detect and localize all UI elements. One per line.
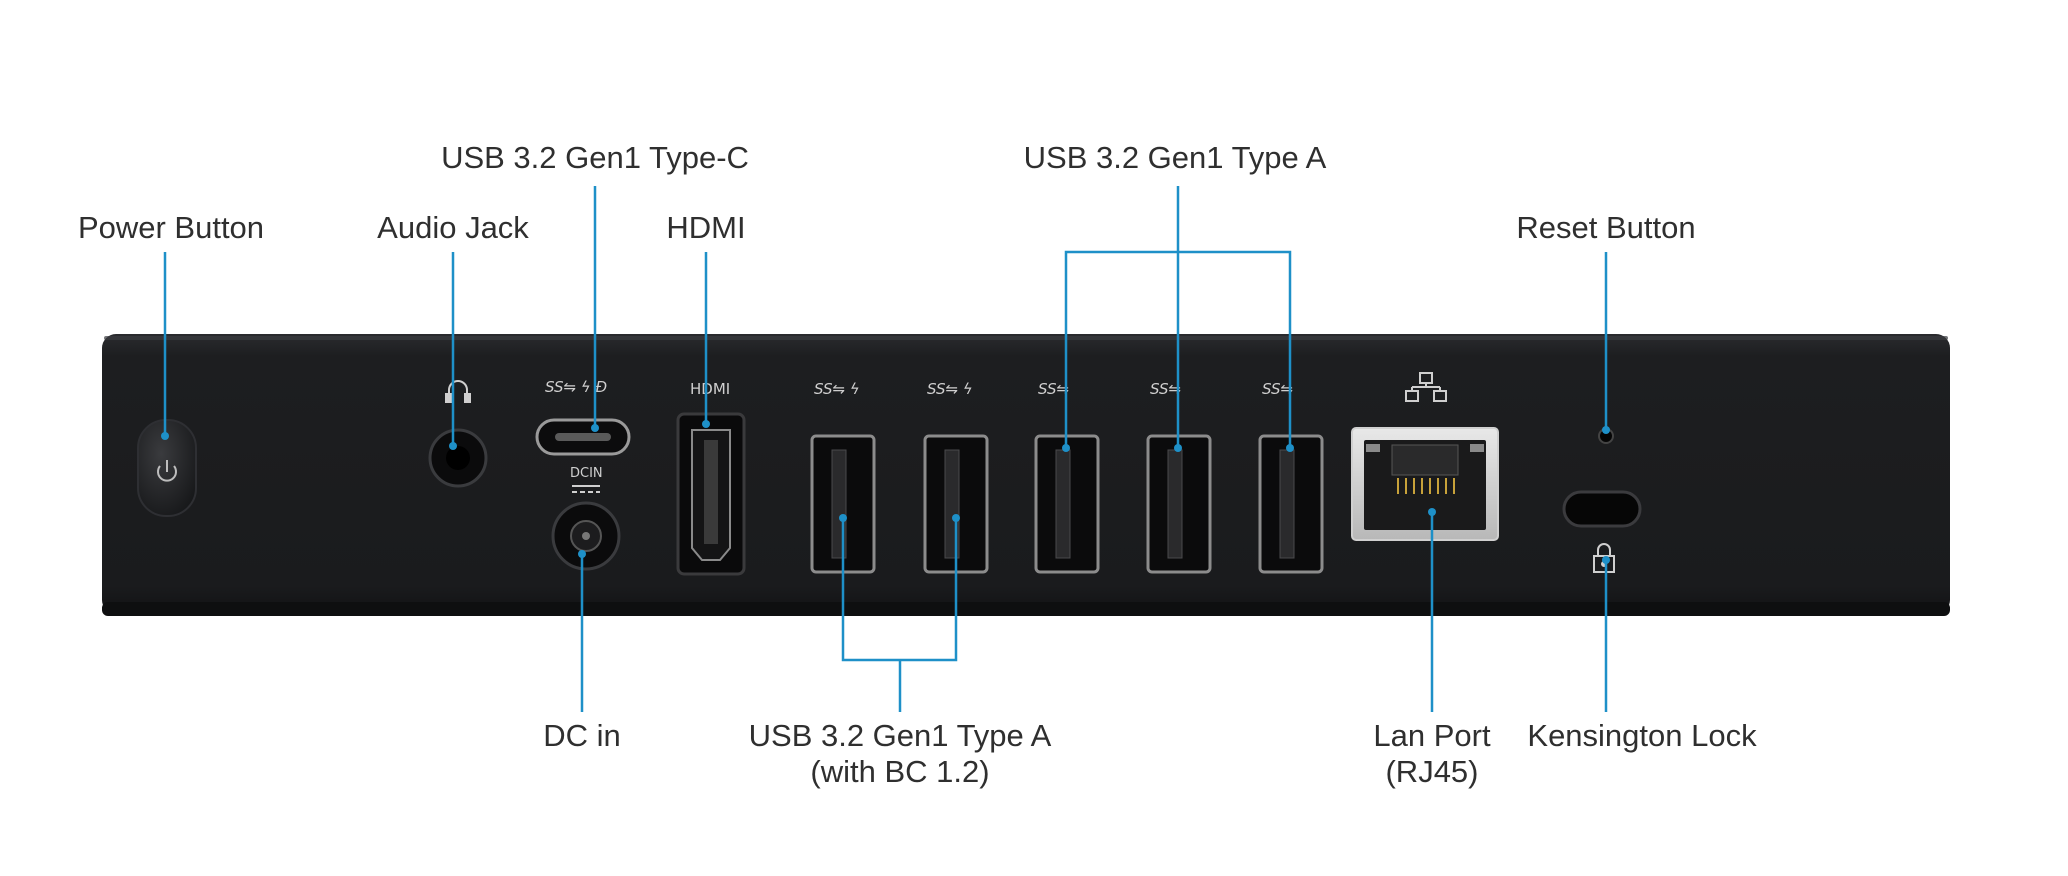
usb-a-port: SS⇋ [1258,380,1324,574]
label-kensington-lock: Kensington Lock [1527,718,1757,753]
dc-in-port: DCIN [551,466,621,571]
label-lan-port: Lan Port (RJ45) [1340,718,1524,790]
usb-ss-icon: SS⇋ [1150,380,1182,398]
label-hdmi: HDMI [666,210,746,245]
power-button [137,419,197,517]
lan-port [1351,372,1499,541]
label-usb-a-bottom: USB 3.2 Gen1 Type A (with BC 1.2) [730,718,1070,790]
device-body [102,334,1950,616]
callout-dots [161,420,1610,564]
audio-jack [428,380,488,488]
label-reset-button: Reset Button [1516,210,1696,245]
dcin-silk: DCIN [570,466,603,481]
svg-text:SS⇋ ϟ Ð: SS⇋ ϟ Ð [545,378,607,396]
label-usb-a-bottom-line1: USB 3.2 Gen1 Type A [748,718,1052,753]
callout-lines [163,186,1608,712]
label-usb-c: USB 3.2 Gen1 Type-C [441,140,749,175]
hdmi-port: HDMI [676,380,746,576]
usb-a-port: SS⇋ ϟ [923,380,989,574]
label-lan-port-line1: Lan Port [1373,718,1491,753]
power-icon [157,460,177,482]
usb-ss-icon: SS⇋ ϟ [927,380,973,398]
label-audio-jack: Audio Jack [377,210,529,245]
usb-c-port: SS⇋ ϟ Ð [535,378,631,456]
usb-a-port: SS⇋ [1146,380,1212,574]
label-dc-in: DC in [543,718,621,753]
network-icon [1405,372,1447,402]
label-power-button: Power Button [77,210,265,245]
usb-a-ports: SS⇋ ϟ SS⇋ ϟ SS⇋ SS⇋ SS⇋ [810,380,1324,574]
usb-ss-icon: SS⇋ [1262,380,1294,398]
hdmi-silk: HDMI [690,380,730,398]
label-usb-a-top: USB 3.2 Gen1 Type A [1023,140,1327,175]
label-lan-port-line2: (RJ45) [1385,754,1479,789]
usb-a-port: SS⇋ [1034,380,1100,574]
usb-ss-icon: SS⇋ [1038,380,1070,398]
usb-ss-icon: SS⇋ ϟ [814,380,860,398]
headphone-icon [445,380,471,403]
label-usb-a-bottom-line2: (with BC 1.2) [810,754,990,789]
